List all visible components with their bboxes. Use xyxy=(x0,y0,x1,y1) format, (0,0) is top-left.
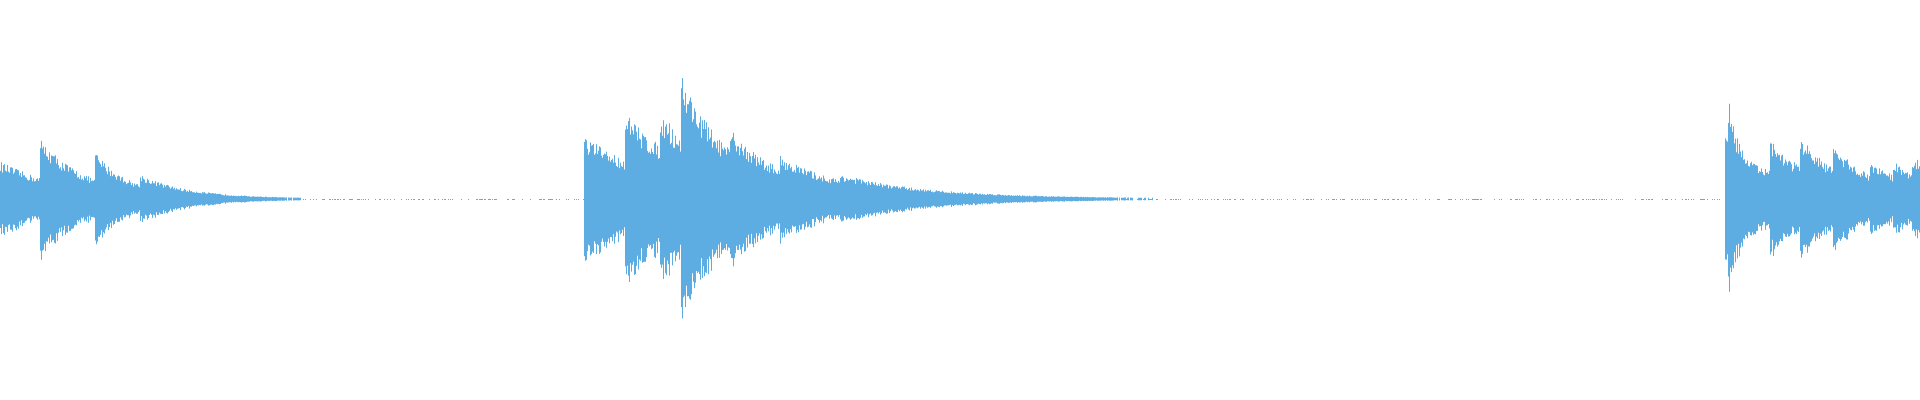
waveform-amplitude xyxy=(0,78,1920,319)
